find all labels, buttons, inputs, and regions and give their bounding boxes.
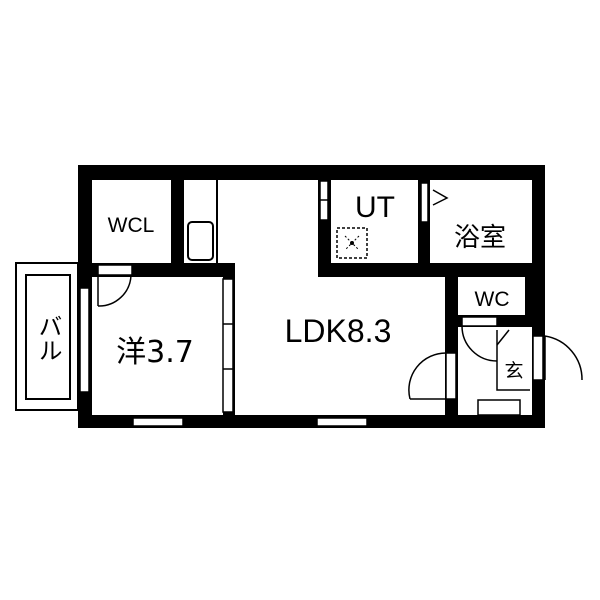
entrance-door[interactable] [532,335,583,381]
room-label-ldk: LDK8.3 [285,313,392,349]
room-label-ut: UT [355,191,395,224]
wcl-floor [92,180,171,263]
room-label-entrance: 玄 [504,360,523,382]
room-label-balcony: バル [34,314,62,362]
sliding-door-western[interactable] [222,278,234,413]
room-label-bath: 浴室 [454,223,506,253]
ldk-door[interactable] [408,352,457,400]
wcl-door[interactable] [97,264,133,307]
ut-floor [331,180,418,263]
balcony [15,262,79,411]
room-label-western: 洋3.7 [116,335,194,370]
kitchen-partition [216,180,218,263]
room-label-wcl: WCL [108,214,155,237]
room-floors [92,180,532,415]
wc-floor [458,277,525,315]
western-room-floor [92,277,223,415]
genkan-step [496,330,530,391]
room-label-wc: WC [475,288,510,311]
wc-door[interactable] [461,316,498,362]
refrigerator [187,221,214,261]
drain-icon [344,235,360,251]
window-bottom-ldk [316,417,368,427]
ut-door[interactable] [319,180,329,221]
washer-space [336,227,368,259]
kitchen-wall [184,263,235,277]
window-bottom-western [132,417,184,427]
window-left [79,287,90,393]
bath-door[interactable] [420,182,449,223]
genkan-door-swing [496,329,510,346]
ldk-floor-2 [235,277,445,415]
shoe-shelf [477,399,521,416]
bath-floor [430,180,532,263]
